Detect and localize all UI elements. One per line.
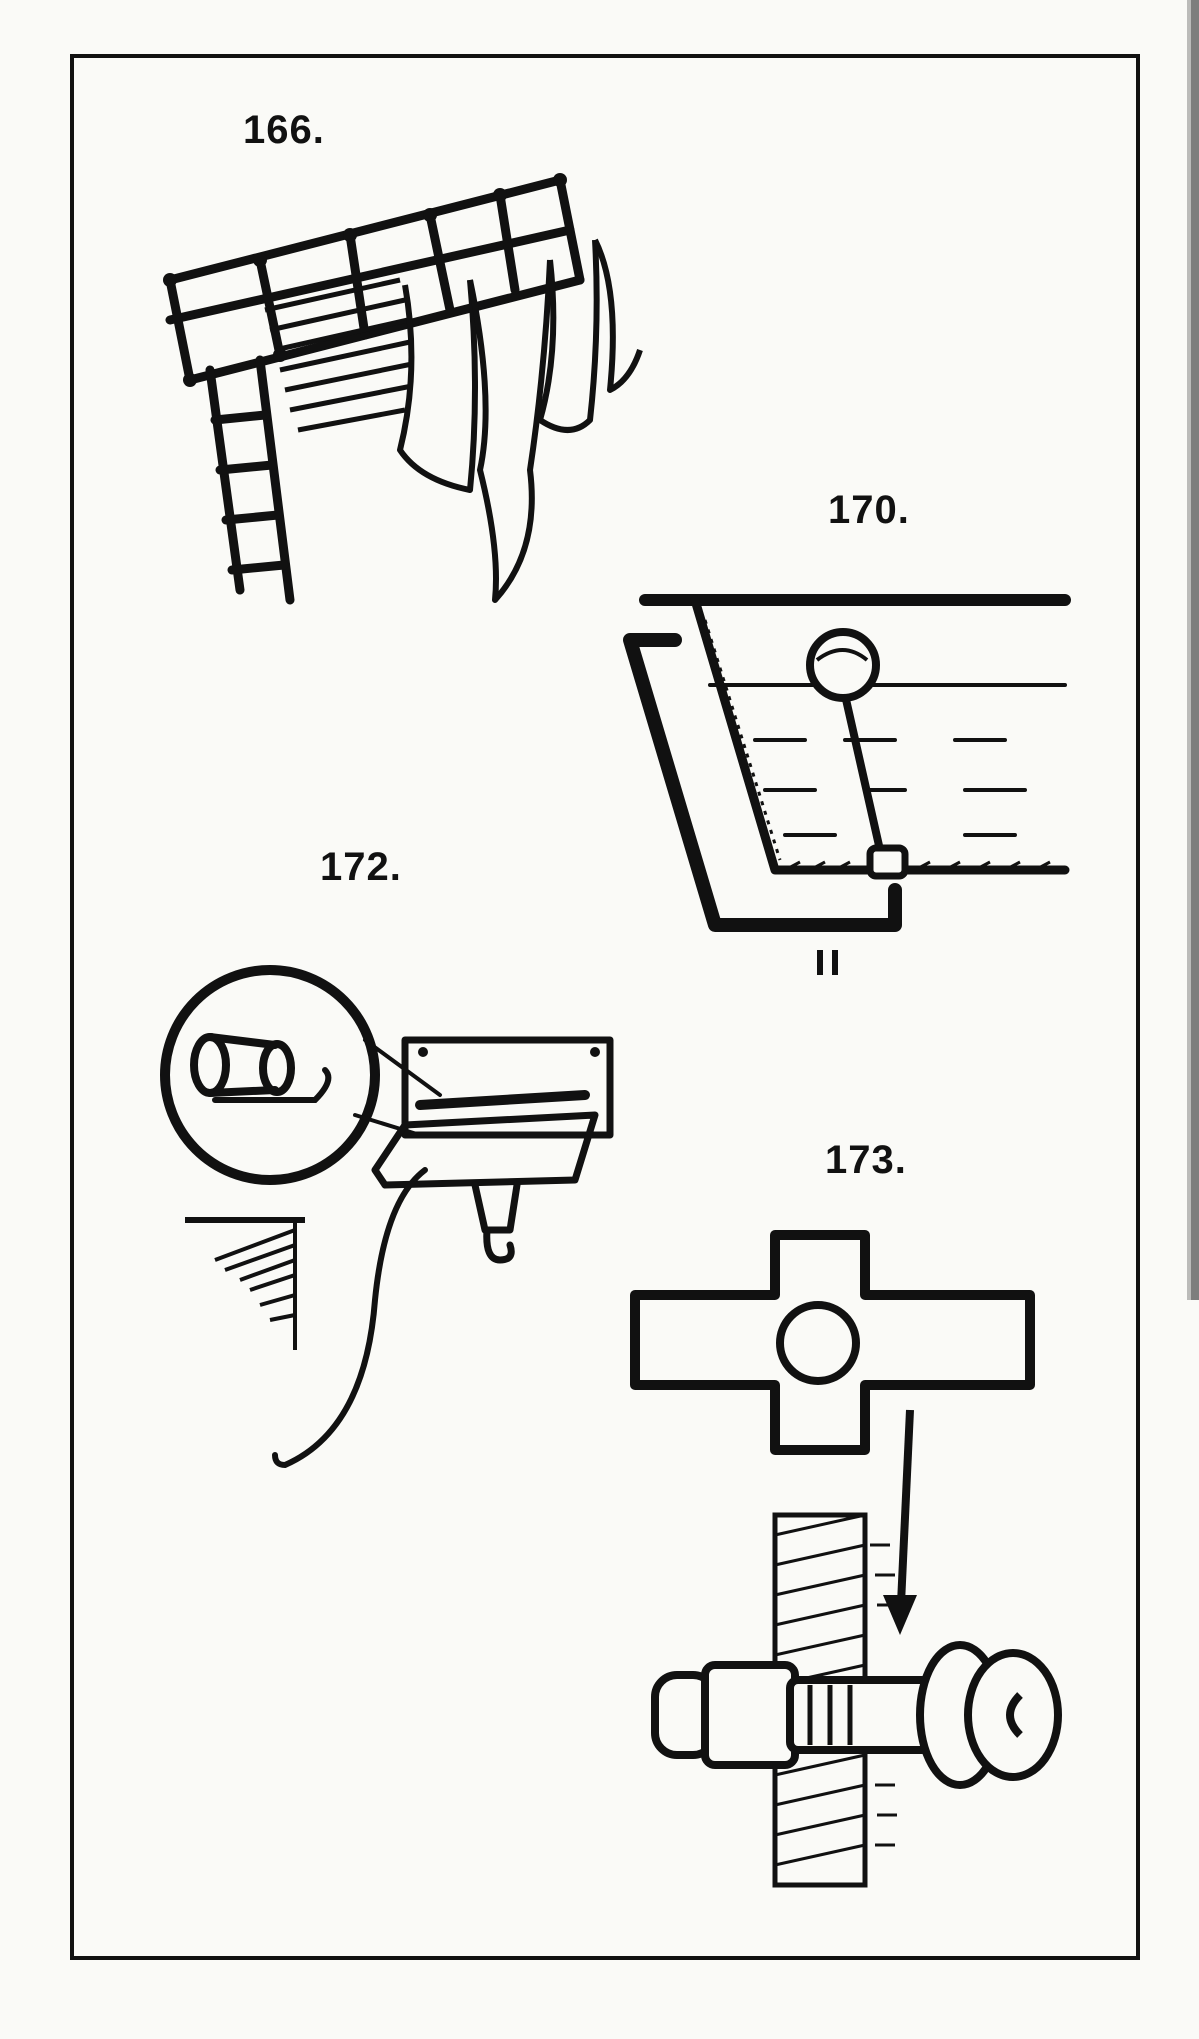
- sink-bracket-hook-illustration: [160, 965, 614, 1468]
- figure-number-173: 173.: [825, 1138, 907, 1182]
- cross-knob-fitting-illustration: [630, 1230, 1062, 1888]
- figure-frame: [70, 54, 1140, 1960]
- figure-number-166: 166.: [243, 108, 325, 152]
- figure-number-172: 172.: [320, 845, 402, 889]
- scan-edge-shading: [1187, 0, 1199, 1300]
- figure-number-170: 170.: [828, 488, 910, 532]
- tank-float-valve-illustration: [623, 594, 1071, 975]
- drying-rack-illustration: [163, 173, 643, 605]
